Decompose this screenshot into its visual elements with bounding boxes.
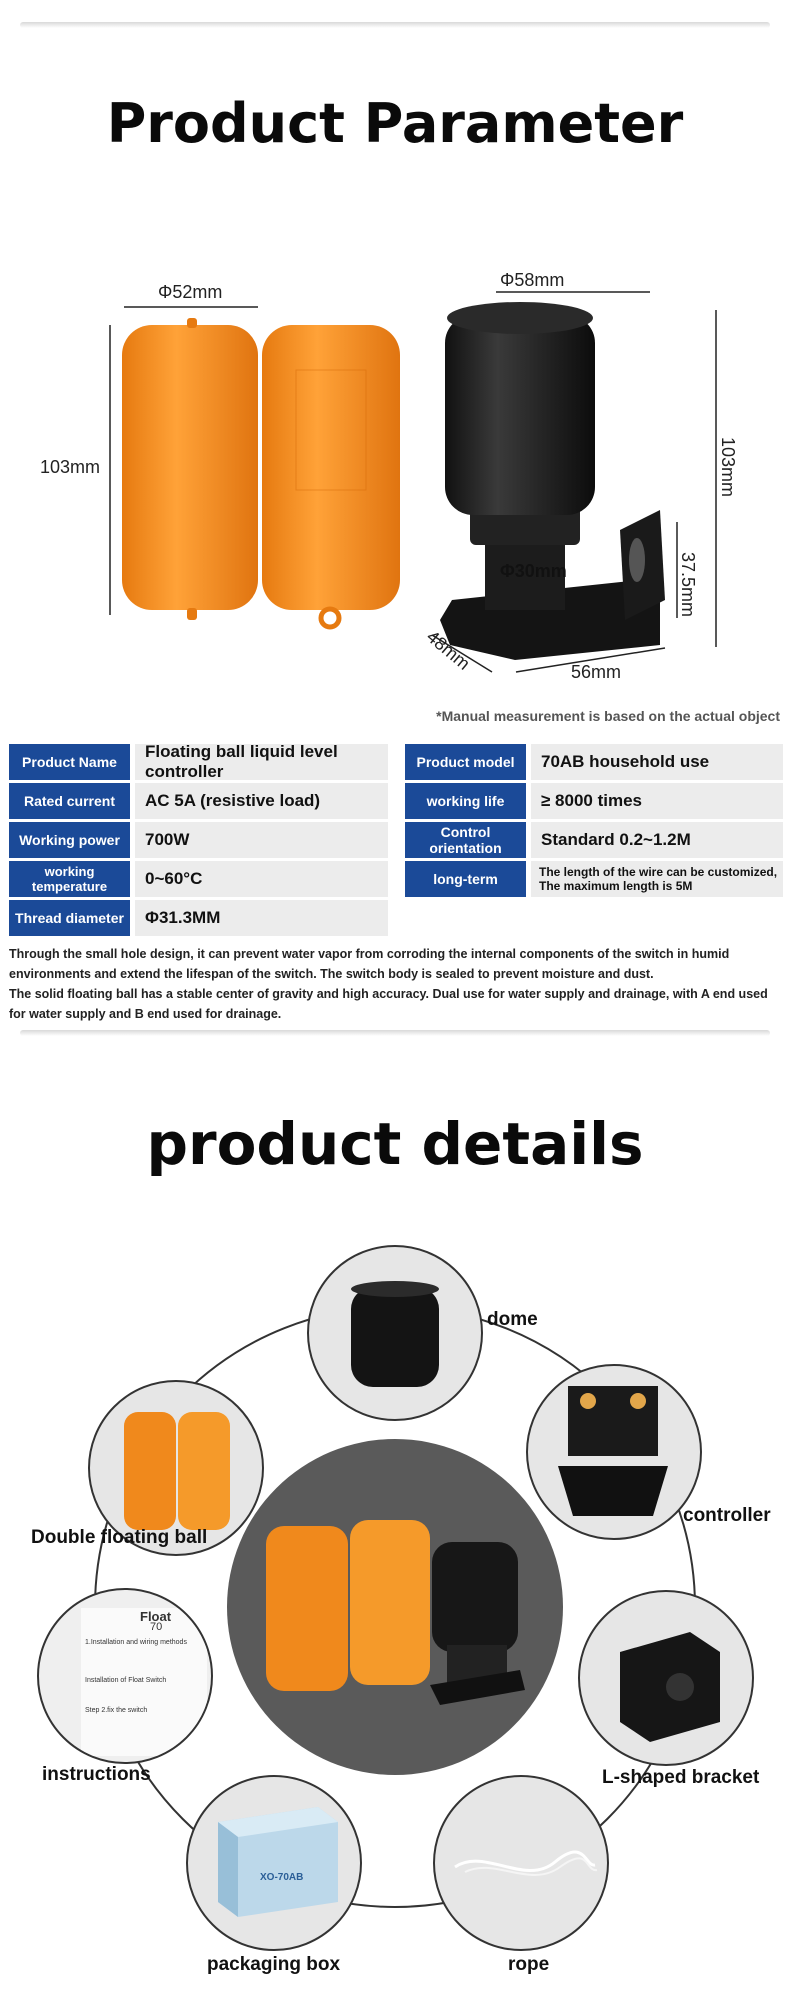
spec-row: Working power 700W [9, 822, 388, 858]
label-packaging: packaging box [207, 1954, 341, 1975]
detail-packaging-circle: XO-70AB [186, 1775, 362, 1951]
floating-ball-left [122, 318, 258, 620]
top-divider [20, 22, 770, 28]
label-dome: dome [487, 1309, 538, 1330]
label-instructions: instructions [42, 1764, 151, 1785]
spec-value: ≥ 8000 times [531, 783, 783, 819]
instruction-model: 70 [150, 1621, 163, 1633]
product-diagram [109, 291, 717, 673]
dim-base-width: 56mm [571, 662, 622, 682]
spec-label: working life [405, 783, 526, 819]
dim-ball-height: 103mm [40, 457, 101, 477]
dim-body-height: 103mm [718, 437, 738, 498]
spec-row: Product model 70AB household use [405, 744, 783, 780]
measurement-note: *Manual measurement is based on the actu… [436, 708, 780, 724]
floating-ball-right [262, 325, 400, 630]
detail-instructions-circle: Float 70 1.Installation and wiring metho… [37, 1588, 213, 1764]
spec-label: Thread diameter [9, 900, 130, 936]
dim-dome-diameter: Φ58mm [500, 270, 565, 290]
dim-bracket-height: 37.5mm [678, 552, 698, 618]
dim-thread-diameter: Φ30mm [500, 561, 567, 581]
spec-value: AC 5A (resistive load) [135, 783, 388, 819]
section-title-parameter: Product Parameter [106, 92, 684, 155]
detail-rope-circle [433, 1775, 609, 1951]
dim-ball-diameter: Φ52mm [158, 282, 223, 302]
spec-row: long-term The length of the wire can be … [405, 861, 783, 897]
spec-row: working temperature 0~60°C [9, 861, 388, 897]
detail-double-ball-circle [88, 1380, 264, 1556]
spec-value: The length of the wire can be customized… [531, 861, 783, 897]
label-double-ball: Double floating ball [31, 1527, 208, 1548]
spec-value: Φ31.3MM [135, 900, 388, 936]
detail-controller-circle [526, 1364, 702, 1540]
spec-value: 70AB household use [531, 744, 783, 780]
description-paragraph-1: Through the small hole design, it can pr… [9, 947, 730, 981]
spec-row: Rated current AC 5A (resistive load) [9, 783, 388, 819]
detail-bracket-circle [578, 1590, 754, 1766]
instruction-line: Step 2.fix the switch [85, 1707, 148, 1714]
spec-value: 0~60°C [135, 861, 388, 897]
spec-label: long-term [405, 861, 526, 897]
detail-dome-circle [307, 1245, 483, 1421]
spec-label: Rated current [9, 783, 130, 819]
spec-label: Product model [405, 744, 526, 780]
label-controller: controller [683, 1505, 771, 1526]
spec-label: Control orientation [405, 822, 526, 858]
instruction-line: Installation of Float Switch [85, 1677, 167, 1684]
spec-value: 700W [135, 822, 388, 858]
spec-row: Thread diameter Φ31.3MM [9, 900, 388, 936]
spec-value: Floating ball liquid level controller [135, 742, 388, 781]
spec-label: working temperature [9, 861, 130, 897]
spec-row: Control orientation Standard 0.2~1.2M [405, 822, 783, 858]
description-paragraph-2: The solid floating ball has a stable cen… [9, 987, 768, 1021]
spec-label: Product Name [9, 744, 130, 780]
packaging-box-label: XO-70AB [260, 1872, 304, 1883]
label-bracket: L-shaped bracket [602, 1767, 760, 1788]
details-diagram [94, 1306, 696, 1908]
section-title-details: product details [146, 1110, 644, 1178]
spec-value: Standard 0.2~1.2M [531, 822, 783, 858]
instruction-line: 1.Installation and wiring methods [85, 1639, 187, 1646]
controller-body [440, 302, 665, 660]
instruction-title: Float [140, 1609, 172, 1624]
label-rope: rope [508, 1954, 550, 1975]
spec-row: Product Name Floating ball liquid level … [9, 742, 388, 781]
spec-row: working life ≥ 8000 times [405, 783, 783, 819]
section-divider [20, 1030, 770, 1036]
spec-label: Working power [9, 822, 130, 858]
